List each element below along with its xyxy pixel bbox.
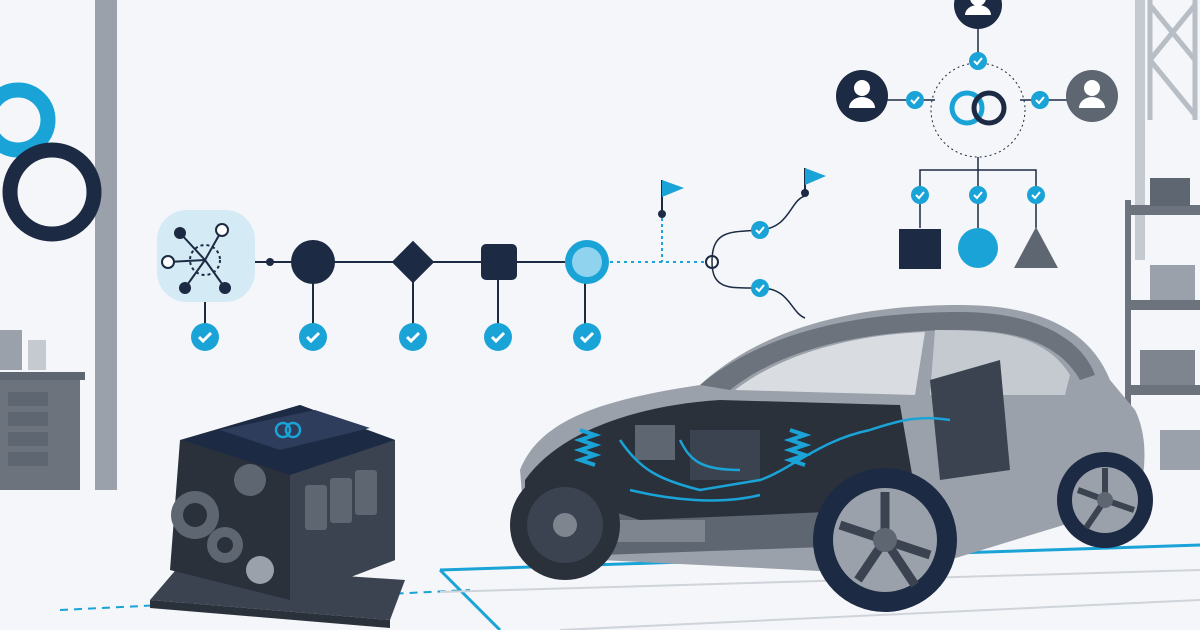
person-icon — [836, 70, 888, 122]
workflow-node-network-hub — [157, 210, 255, 302]
check-icon — [1027, 186, 1045, 204]
workflow-pipeline — [157, 210, 712, 351]
wiring-harness — [618, 416, 951, 502]
org-tree — [836, 0, 1118, 269]
person-icon — [1066, 70, 1118, 122]
shelving-unit — [1125, 178, 1200, 470]
check-icon — [969, 52, 987, 70]
check-icon — [906, 91, 924, 109]
workflow-checks — [191, 323, 601, 351]
workbench — [0, 330, 85, 490]
check-icon — [191, 323, 219, 351]
left-pillar — [95, 0, 117, 490]
workflow-node-accent-circle — [565, 240, 609, 284]
flag-icon — [804, 168, 826, 193]
workflow-node-diamond — [391, 240, 435, 284]
check-icon — [911, 186, 929, 204]
rear-wheel-near — [813, 468, 957, 612]
check-icon — [751, 221, 769, 239]
person-icon — [954, 0, 1002, 29]
workflow-node-square — [481, 244, 517, 280]
car-chassis — [510, 305, 1153, 612]
check-icon — [969, 186, 987, 204]
front-wheel — [510, 470, 620, 580]
truss-structure — [1147, 0, 1198, 120]
branch-paths — [658, 168, 826, 319]
check-icon — [299, 323, 327, 351]
engine-logo-rings — [274, 421, 302, 439]
engine-block — [150, 405, 405, 628]
check-icon — [399, 323, 427, 351]
check-icon — [751, 279, 769, 297]
linked-rings-icon — [949, 90, 1007, 126]
flag-icon — [661, 180, 684, 214]
check-icon — [484, 323, 512, 351]
org-child-circle — [958, 228, 998, 268]
suspension-springs — [573, 428, 812, 467]
check-icon — [1031, 91, 1049, 109]
rear-wheel-far — [1057, 452, 1153, 548]
logo-rings-icon — [0, 82, 102, 242]
workflow-node-circle — [291, 240, 335, 284]
check-icon — [573, 323, 601, 351]
org-child-square — [899, 229, 941, 269]
org-child-triangle — [1014, 227, 1058, 268]
